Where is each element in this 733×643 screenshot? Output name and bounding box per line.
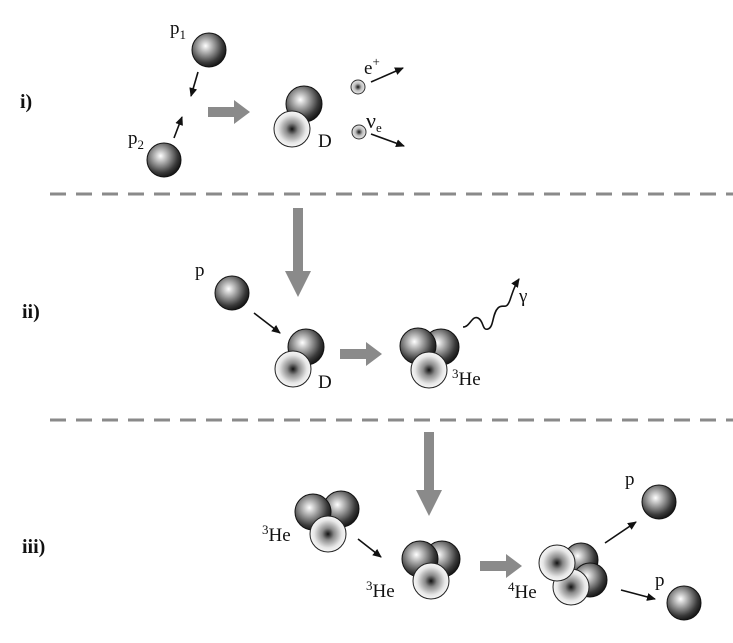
flow-arrow-i-to-ii bbox=[285, 208, 311, 297]
he3a-neutron bbox=[309, 515, 347, 553]
arrow-positron bbox=[370, 67, 404, 83]
proton-ii bbox=[214, 275, 250, 311]
arrow-p1 bbox=[189, 71, 199, 97]
step-ii: p D 3He γ bbox=[195, 260, 527, 393]
he3-label-iii-a: 3He bbox=[262, 522, 291, 546]
positron bbox=[350, 79, 366, 95]
arrow-proton-ii bbox=[253, 312, 281, 334]
he3-label-iii-b: 3He bbox=[366, 578, 395, 602]
deuteron-label-i: D bbox=[318, 131, 332, 152]
gamma-label: γ bbox=[518, 286, 527, 307]
deuteron-neutron-ii bbox=[274, 350, 312, 388]
he3-label-ii: 3He bbox=[452, 366, 481, 390]
proton-out-1 bbox=[641, 484, 677, 520]
proton-p1 bbox=[191, 32, 227, 68]
deuteron-label-ii: D bbox=[318, 372, 332, 393]
step-iii: 3He 3He 4He p p bbox=[262, 469, 702, 621]
step-i: p1 p2 D e+ νe bbox=[128, 18, 405, 178]
flow-arrow-ii bbox=[340, 342, 382, 366]
arrow-neutrino bbox=[370, 133, 405, 148]
proton-out-label-2: p bbox=[655, 570, 665, 591]
he3b-neutron bbox=[412, 562, 450, 600]
p1-label: p1 bbox=[170, 18, 186, 42]
proton-out-label-1: p bbox=[625, 469, 635, 490]
proton-out-2 bbox=[666, 585, 702, 621]
arrow-proton-out-2 bbox=[620, 589, 656, 601]
he3-neutron bbox=[410, 351, 448, 389]
neutrino bbox=[351, 124, 367, 140]
he4-neutron-front bbox=[538, 544, 576, 582]
arrow-he3-iii bbox=[357, 538, 382, 558]
neutrino-label: νe bbox=[366, 108, 382, 135]
proton-p2 bbox=[146, 142, 182, 178]
flow-arrow-i bbox=[208, 100, 250, 124]
positron-label: e+ bbox=[364, 54, 380, 79]
arrow-proton-out-1 bbox=[604, 521, 637, 544]
step-label-i: i) bbox=[20, 91, 32, 113]
he4-label: 4He bbox=[508, 579, 537, 603]
flow-arrow-iii bbox=[480, 554, 522, 578]
deuteron-neutron bbox=[273, 110, 311, 148]
flow-arrow-ii-to-iii bbox=[416, 432, 442, 516]
arrow-p2 bbox=[173, 116, 183, 139]
step-label-iii: iii) bbox=[22, 536, 45, 558]
proton-label-ii: p bbox=[195, 260, 205, 281]
gamma-ray bbox=[462, 278, 520, 331]
step-label-ii: ii) bbox=[22, 301, 40, 323]
p2-label: p2 bbox=[128, 128, 144, 152]
